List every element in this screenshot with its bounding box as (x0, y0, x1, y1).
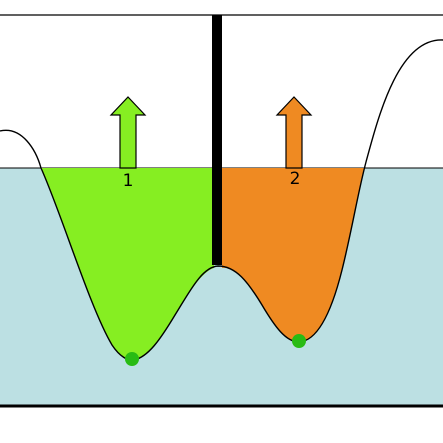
well-1-label: 1 (123, 171, 134, 191)
well-2-minimum-marker (292, 334, 306, 348)
barrier-wall (212, 15, 222, 265)
up-arrow-icon (275, 96, 313, 169)
well-2-label: 2 (290, 169, 301, 189)
well-1-fill (41, 168, 214, 361)
well-2-fill (222, 168, 364, 342)
up-arrow-icon (109, 96, 147, 169)
well-1-minimum-marker (125, 352, 139, 366)
potential-curve (0, 39, 443, 361)
